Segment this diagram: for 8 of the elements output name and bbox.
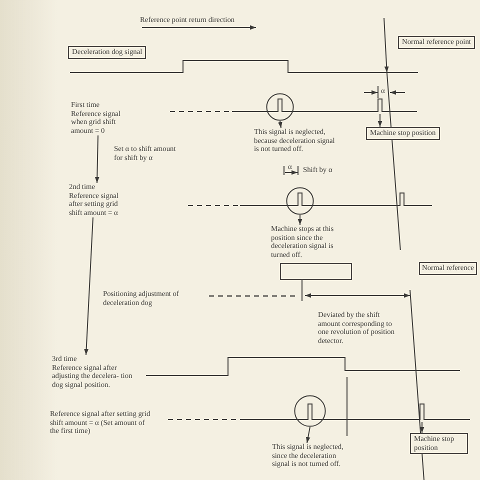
arrow: [378, 114, 382, 128]
arrow: [84, 216, 94, 356]
arrow: [94, 134, 100, 184]
arrow: [306, 426, 310, 444]
empty-frame: [280, 263, 352, 280]
arrow: [298, 214, 302, 226]
arrow: [278, 120, 282, 128]
arrow: [420, 422, 424, 434]
